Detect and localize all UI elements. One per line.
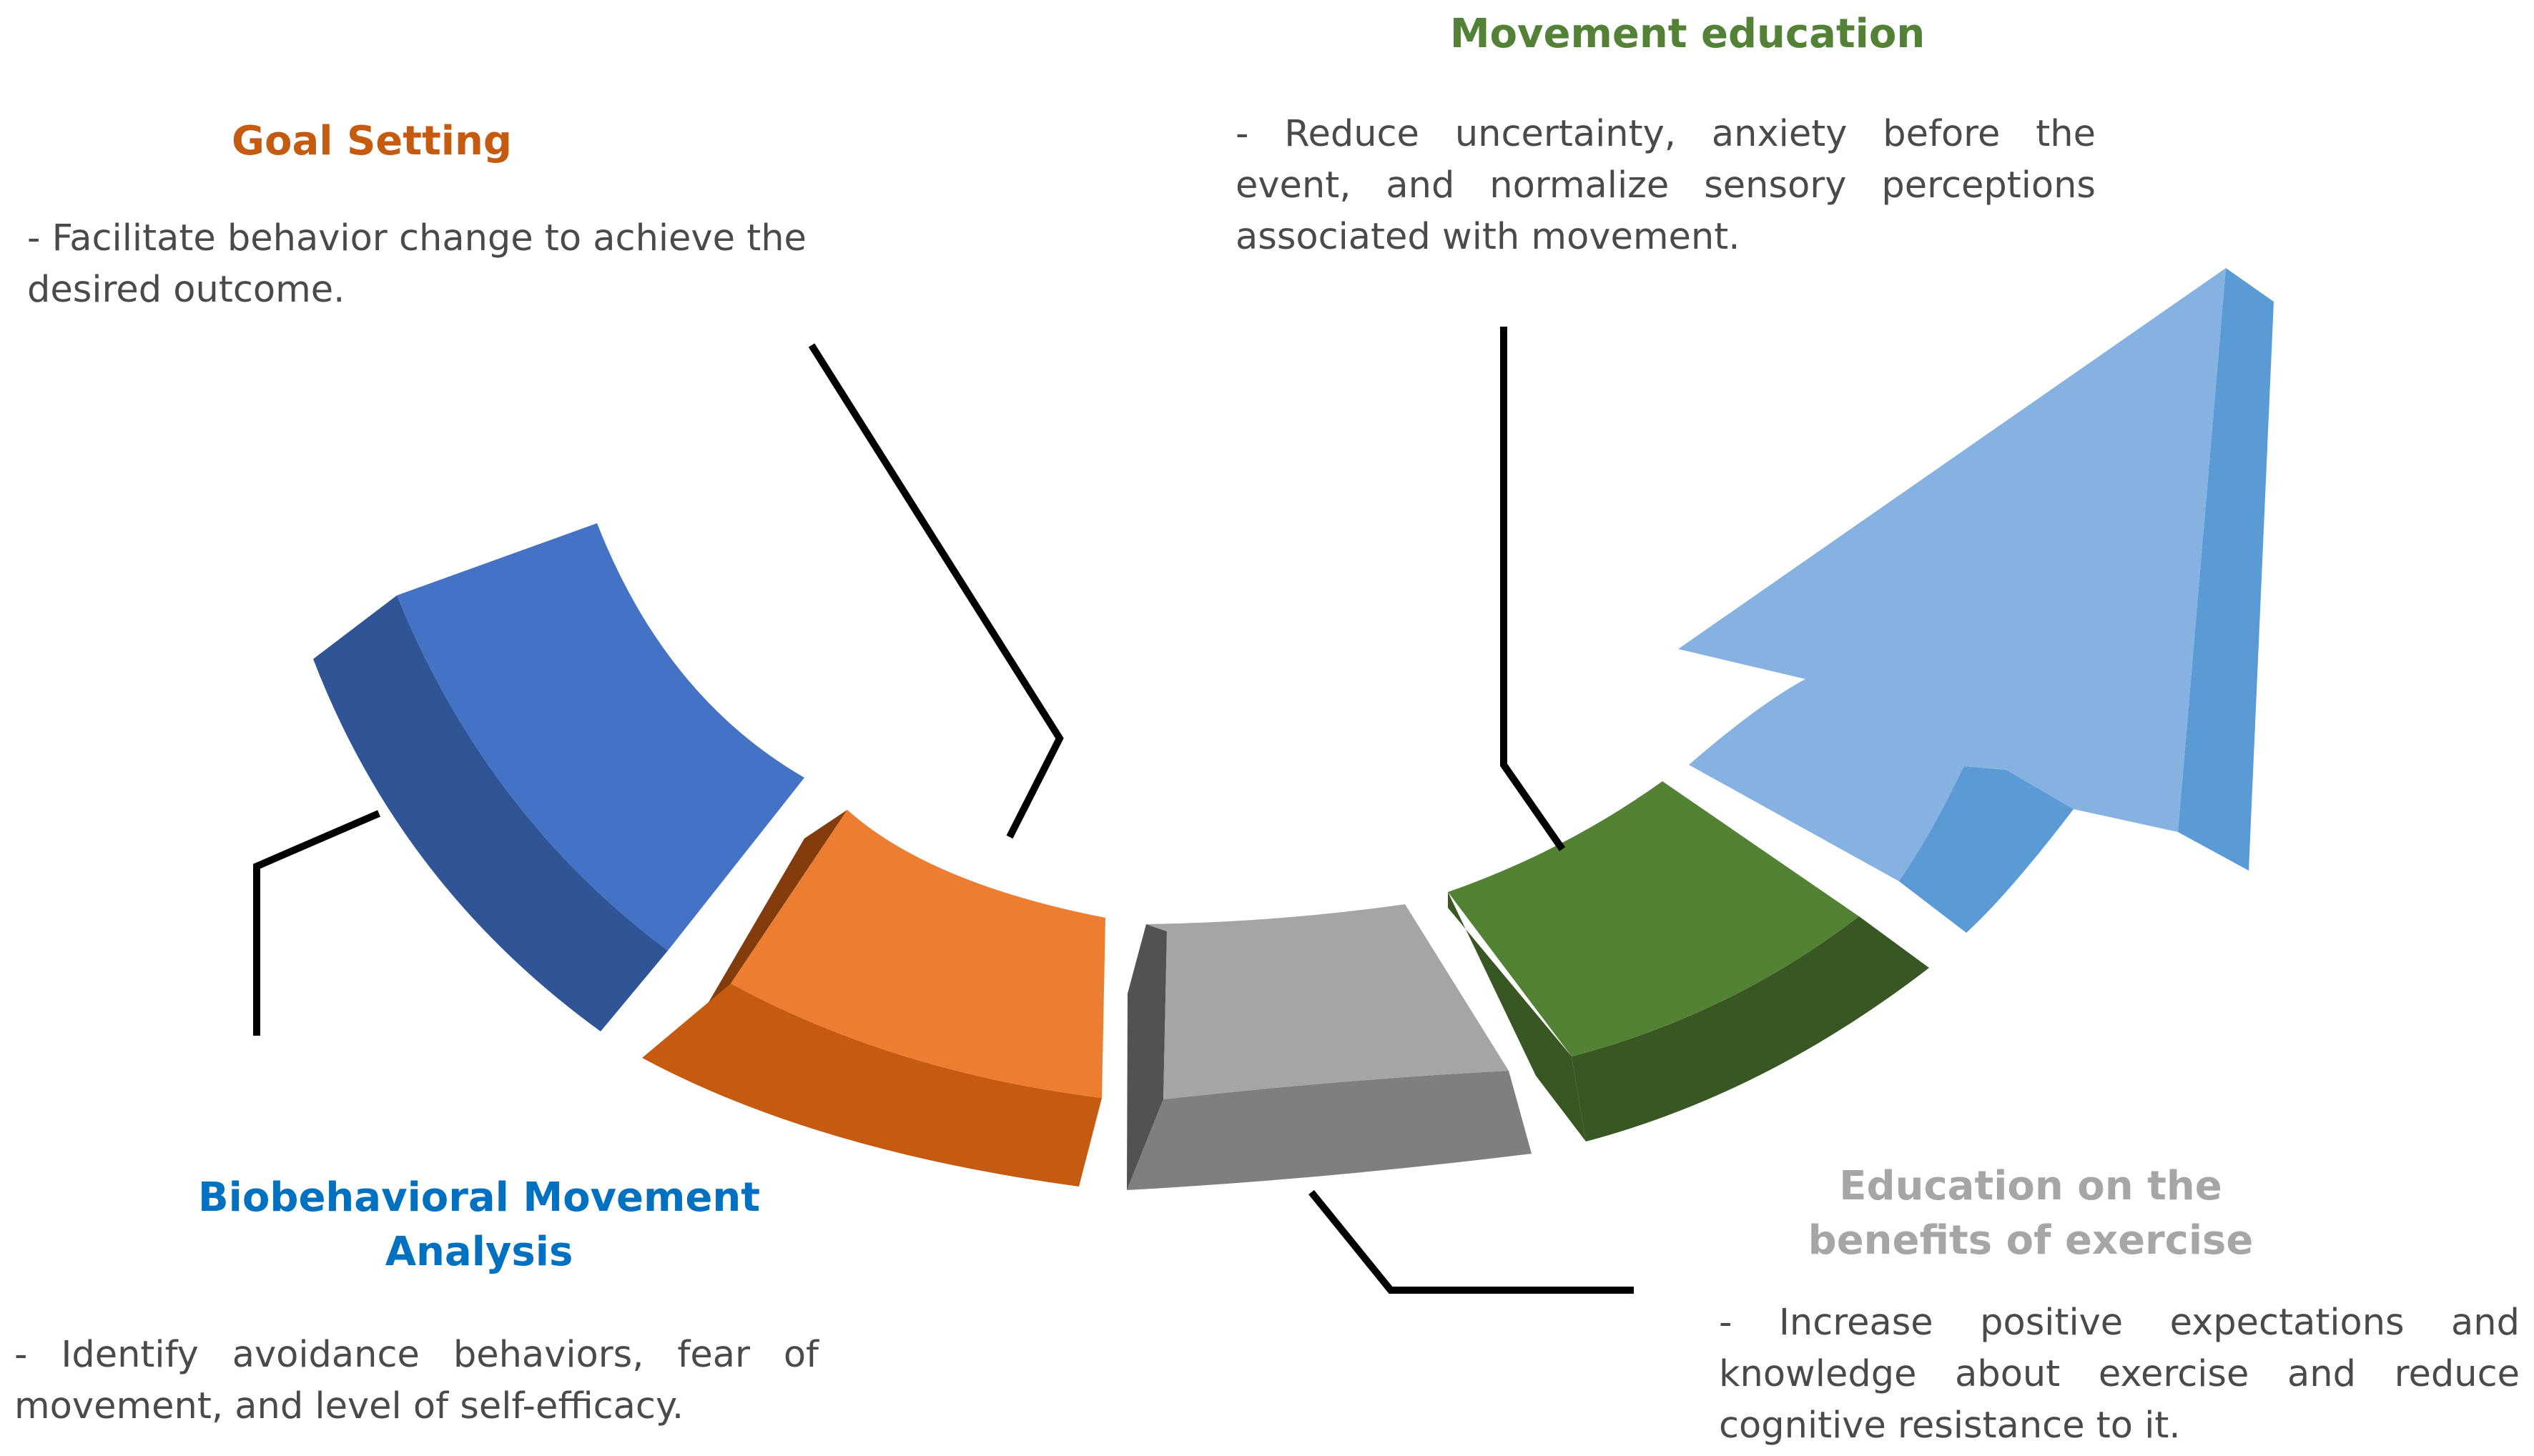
exercise-benefits-title: Education on the benefits of exercise (1808, 1163, 2254, 1264)
biobehavioral-description: - Identify avoidance behaviors, fear of … (14, 1334, 819, 1427)
connector-exercise-benefits (1308, 1189, 1634, 1294)
movement-education-description: - Reduce uncertainty, anxiety before the… (1236, 113, 2096, 258)
connector-lines (253, 327, 1634, 1294)
arrow-side (1899, 268, 2274, 933)
arrow-face (1678, 268, 2226, 881)
goal-setting-description: - Facilitate behavior change to achieve … (27, 217, 807, 311)
segment-orange-side (642, 984, 1102, 1187)
segment-blue-top (397, 523, 804, 951)
segment-gray-side (1127, 1071, 1532, 1190)
segment-gray-top (1146, 904, 1509, 1099)
movement-education-title: Movement education (1449, 11, 1926, 57)
exercise-benefits-description: - Increase positive expectations and kno… (1719, 1302, 2520, 1447)
biobehavioral-title: Biobehavioral Movement Analysis (198, 1174, 760, 1275)
segment-orange-edge (689, 810, 847, 1036)
arrow (1678, 268, 2274, 933)
segment-orange (642, 810, 1105, 1187)
connector-goal-setting (808, 343, 1064, 839)
segment-green-side (1572, 916, 1929, 1141)
segment-blue-side (313, 595, 668, 1031)
segment-green (1448, 781, 1929, 1141)
segment-green-top (1448, 781, 1859, 1056)
segment-orange-top (731, 810, 1105, 1098)
connector-movement-education (1500, 327, 1566, 851)
segment-green-edge (1448, 892, 1586, 1141)
connector-biobehavioral (253, 810, 380, 1036)
segment-gray-edge (1127, 924, 1167, 1190)
segment-blue (313, 523, 804, 1031)
segment-gray (1127, 904, 1532, 1190)
goal-setting-title: Goal Setting (232, 118, 512, 164)
